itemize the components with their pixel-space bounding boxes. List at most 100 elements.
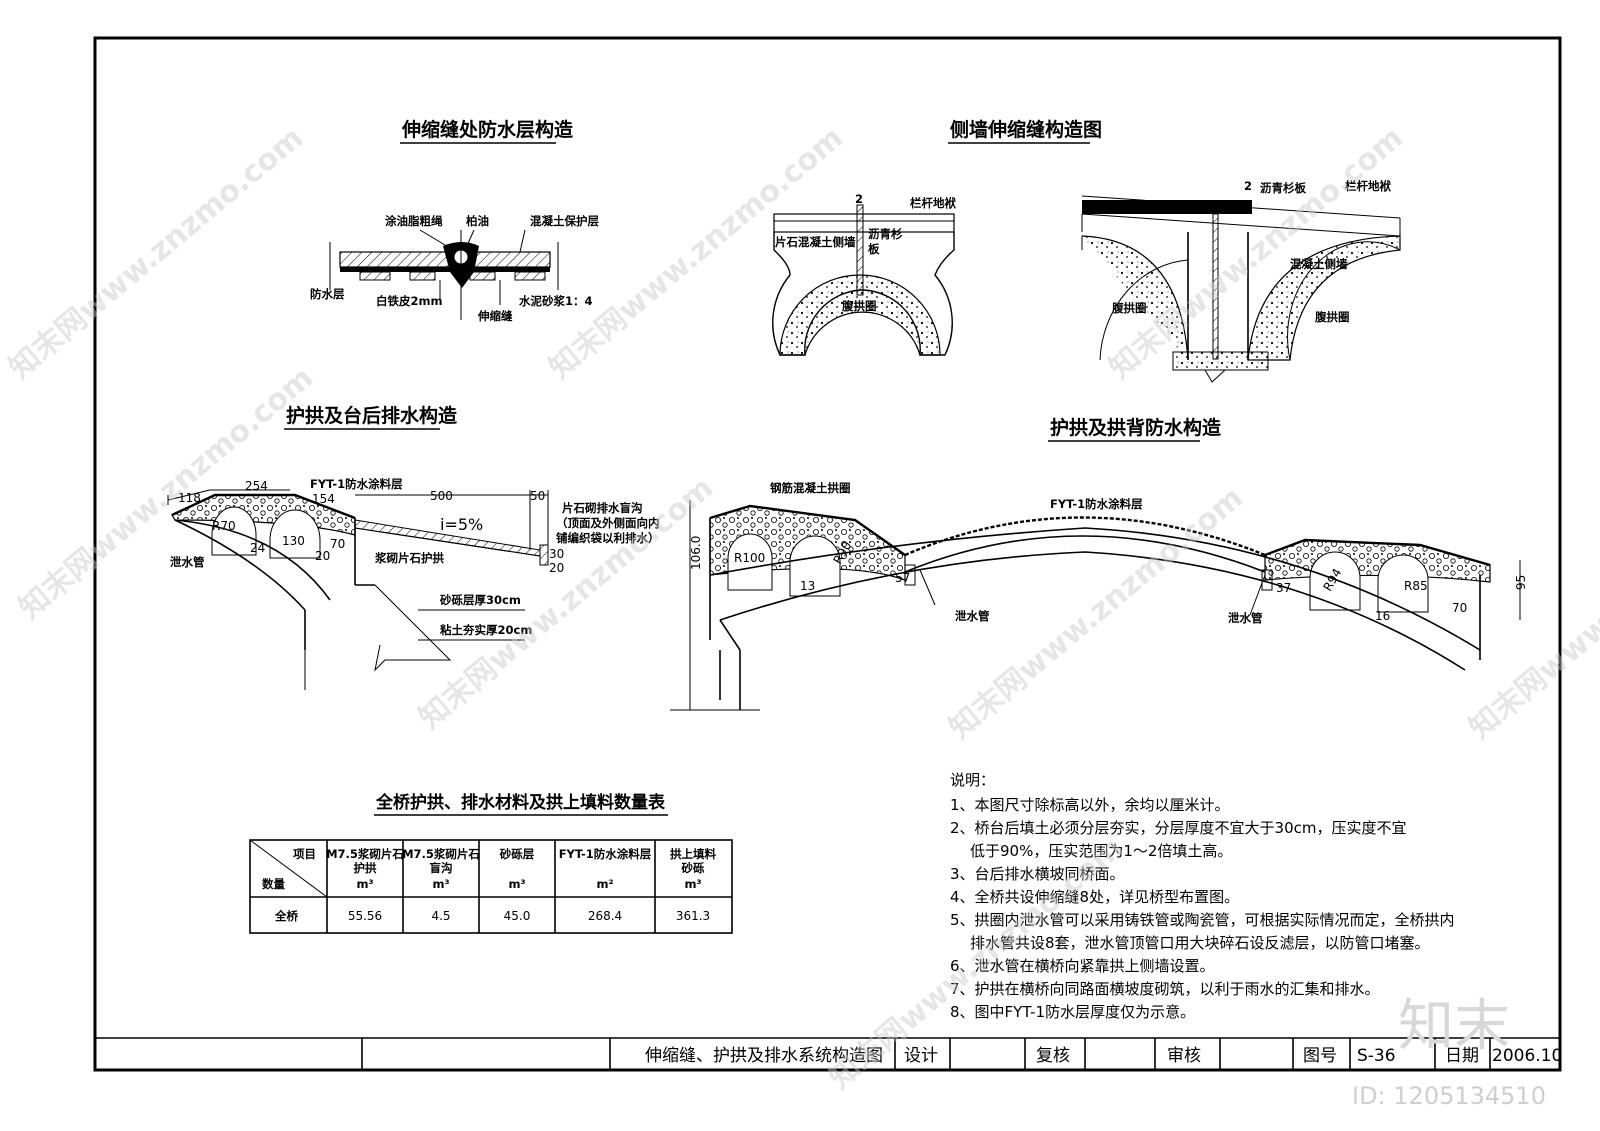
dr-blind-ditch-c: 铺编织袋以利排水） [556,531,660,545]
dr-clay: 粘土夯实厚20cm [440,623,532,637]
table-header-qty: 数量 [262,877,285,891]
dr-blind-ditch-b: （顶面及外侧面向内 [556,516,660,530]
watermark-brand: 知末 [1398,994,1510,1059]
sw-rubble-wall: 片石混凝土侧墙 [775,235,856,249]
note-line-2: 低于90%，压实范围为1～2倍填土高。 [970,842,1232,860]
dr-d20b: 20 [549,561,564,575]
table-col-header-0: M7.5浆砌片石 [326,847,404,861]
ar-d70: 70 [1452,601,1467,615]
abutment-drainage-detail [167,489,549,690]
dr-blind-ditch-a: 片石砌排水盲沟 [562,501,643,515]
title-joint-waterproof: 伸缩缝处防水层构造 [401,118,574,141]
ar-rc-arch: 钢筋混凝土拱圈 [770,481,851,495]
ar-d13: 13 [800,579,815,593]
ar-d106: 106.0 [689,536,703,570]
table-col-header-4: 拱上填料 [670,847,716,861]
sidewall-joint-right [1081,195,1401,383]
note-line-4: 4、全桥共设伸缩缝8处，详见桥型布置图。 [950,888,1239,906]
ar-r85: R85 [1404,579,1428,593]
sw-asphalt-board-right: 沥青杉板 [1260,181,1306,195]
label-iron-sheet: 白铁皮2mm [376,294,442,308]
tb-approve: 审核 [1167,1046,1201,1066]
sw-concrete-wall: 混凝土侧墙 [1290,257,1348,271]
table-col-header-3: FYT-1防水涂料层 [559,847,652,861]
dr-mortar-rubble: 浆砌片石护拱 [375,551,444,565]
sheet-frame [93,36,1562,1072]
joint-waterproof-detail [329,229,559,320]
ar-d57a: 57 [895,571,910,585]
dr-d500: 500 [430,489,453,503]
table-col-header-2: 砂砾层 [500,847,535,861]
title-arch-waterproof: 护拱及拱背防水构造 [1050,416,1222,439]
ar-d95: 95 [1514,575,1528,590]
watermark-site-1: 知末网www.znzmo.com [3,120,310,386]
watermark-id: ID: 1205134510 [1352,1082,1546,1110]
tb-date-label: 日期 [1445,1046,1479,1066]
label-concrete-protect: 混凝土保护层 [530,214,599,228]
table-col-header-1: M7.5浆砌片石 [402,847,480,861]
note-line-9: 8、图中FYT-1防水层厚度仅为示意。 [950,1003,1195,1021]
note-line-0: 1、本图尺寸除标高以外，余均以厘米计。 [950,796,1230,814]
dr-r70: R70 [212,519,236,533]
dr-gravel: 砂砾层厚30cm [440,593,521,607]
dr-d130: 130 [282,534,305,548]
title-block [95,1037,1560,1070]
dr-d154: 154 [312,492,335,506]
sw-num2-left: 2 [855,192,863,206]
notes-heading: 说明： [950,771,995,789]
dr-d20: 20 [315,549,330,563]
sw-belly-arch-r2: 腹拱圈 [1315,310,1350,324]
label-expansion-joint: 伸缩缝 [477,309,513,323]
table-col-sub-1: 盲沟 [430,861,453,875]
watermark-site-7: 知末网www.znzmo.com [13,360,320,626]
ar-fyt: FYT-1防水涂料层 [1050,497,1143,511]
tb-drawing-no-label: 图号 [1303,1046,1337,1066]
tb-review: 复核 [1036,1046,1070,1066]
dr-d24: 24 [250,541,265,555]
dr-drain-pipe: 泄水管 [170,555,205,569]
notes-list: 1、本图尺寸除标高以外，余均以厘米计。2、桥台后填土必须分层夯实，分层厚度不宜大… [950,796,1455,1021]
table-col-sub-4: 砂砾 [682,861,705,875]
tb-design: 设计 [904,1046,938,1066]
dr-d254: 254 [245,479,268,493]
label-mortar: 水泥砂浆1：4 [519,294,593,308]
note-line-5: 5、拱圈内泄水管可以采用铸铁管或陶瓷管，可根据实际情况而定，全桥拱内 [950,911,1455,929]
dr-d30: 30 [549,547,564,561]
ar-pipe-left: 泄水管 [955,609,990,623]
tb-drawing-name: 伸缩缝、护拱及排水系统构造图 [645,1046,883,1066]
dr-d118: 118 [178,491,201,505]
table-value-0: 55.56 [348,909,382,923]
dr-fyt: FYT-1防水涂料层 [310,477,403,491]
ar-d37: 37 [1276,581,1291,595]
arch-waterproof-detail [670,500,1521,711]
note-line-7: 6、泄水管在横桥向紧靠拱上侧墙设置。 [950,957,1215,975]
table-title: 全桥护拱、排水材料及拱上填料数量表 [375,792,666,813]
note-line-3: 3、台后排水横坡同桥面。 [950,865,1125,883]
watermark-site-6: 知末网www.znzmo.com [1463,480,1600,746]
tb-date: 2006.10 [1492,1046,1562,1066]
sw-num2-right: 2 [1244,179,1252,193]
title-abutment-drainage: 护拱及台后排水构造 [286,404,458,427]
table-row-label: 全桥 [274,909,298,923]
sw-railing-left: 栏杆地袱 [910,196,956,210]
table-col-unit-2: m³ [508,877,525,891]
table-header-item: 项目 [293,847,316,861]
sidewall-joint-left [772,204,955,356]
sw-belly-arch-left: 腹拱圈 [842,299,877,313]
ar-r100: R100 [734,551,765,565]
label-rope: 涂油脂粗绳 [385,214,443,228]
table-col-unit-4: m³ [684,877,701,891]
dr-d50: 50 [530,489,545,503]
table-value-4: 361.3 [676,909,710,923]
note-line-8: 7、护拱在横桥向同路面横坡度砌筑，以利于雨水的汇集和排水。 [950,980,1380,998]
dr-d70: 70 [330,537,345,551]
note-line-6: 排水管共设8套，泄水管顶管口用大块碎石设反滤层，以防管口堵塞。 [970,934,1430,952]
title-sidewall-joint: 侧墙伸缩缝构造图 [950,118,1102,141]
dr-slope: i=5% [440,515,483,534]
ar-pipe-right: 泄水管 [1228,611,1263,625]
table-header-columns: M7.5浆砌片石护拱m³M7.5浆砌片石盲沟m³砂砾层m³FYT-1防水涂料层m… [326,847,716,891]
sw-asphalt-board-a: 沥青杉 [868,227,903,241]
label-asphalt: 柏油 [466,214,489,228]
